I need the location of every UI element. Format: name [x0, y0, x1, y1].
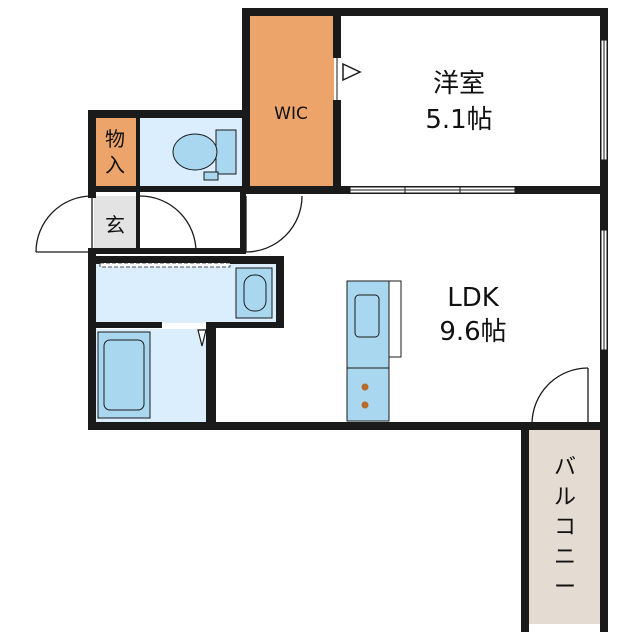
balcony-char: バ — [554, 455, 576, 480]
corridor-door[interactable] — [245, 195, 303, 253]
bathtub — [97, 331, 151, 419]
kitchen-counter — [346, 280, 402, 422]
toilet-fixture — [172, 129, 237, 181]
bath-door-marker[interactable] — [197, 329, 207, 347]
entrance-door[interactable] — [35, 195, 93, 253]
washbasin — [99, 262, 273, 319]
ldk-size: 9.6帖 — [439, 317, 506, 347]
balcony-area[interactable] — [529, 429, 602, 624]
entrance-label: 玄 — [105, 213, 125, 237]
storage-area[interactable] — [94, 116, 136, 188]
windows — [600, 39, 608, 351]
western-room-area[interactable] — [339, 14, 602, 189]
toilet-door[interactable] — [139, 195, 197, 253]
entrance-area[interactable] — [94, 196, 136, 251]
storage-label-1: 物 — [105, 127, 125, 151]
wic-area[interactable] — [248, 14, 335, 189]
storage-label-2: 入 — [105, 153, 125, 177]
wic-door[interactable] — [334, 58, 362, 100]
balcony-char: ル — [554, 485, 576, 510]
balcony-door[interactable] — [530, 367, 590, 425]
balcony-char: ー — [554, 575, 576, 600]
western-room-size: 5.1帖 — [425, 105, 492, 135]
ldk-name: LDK — [447, 283, 500, 313]
balcony-char: コ — [554, 515, 576, 540]
wic-label: WIC — [274, 104, 308, 124]
walls — [88, 8, 608, 632]
western-room-name: 洋室 — [433, 69, 485, 99]
balcony-label: バ ル コ ニ ー — [554, 455, 576, 600]
balcony-char: ニ — [554, 545, 576, 570]
sliding-door[interactable] — [349, 186, 516, 194]
